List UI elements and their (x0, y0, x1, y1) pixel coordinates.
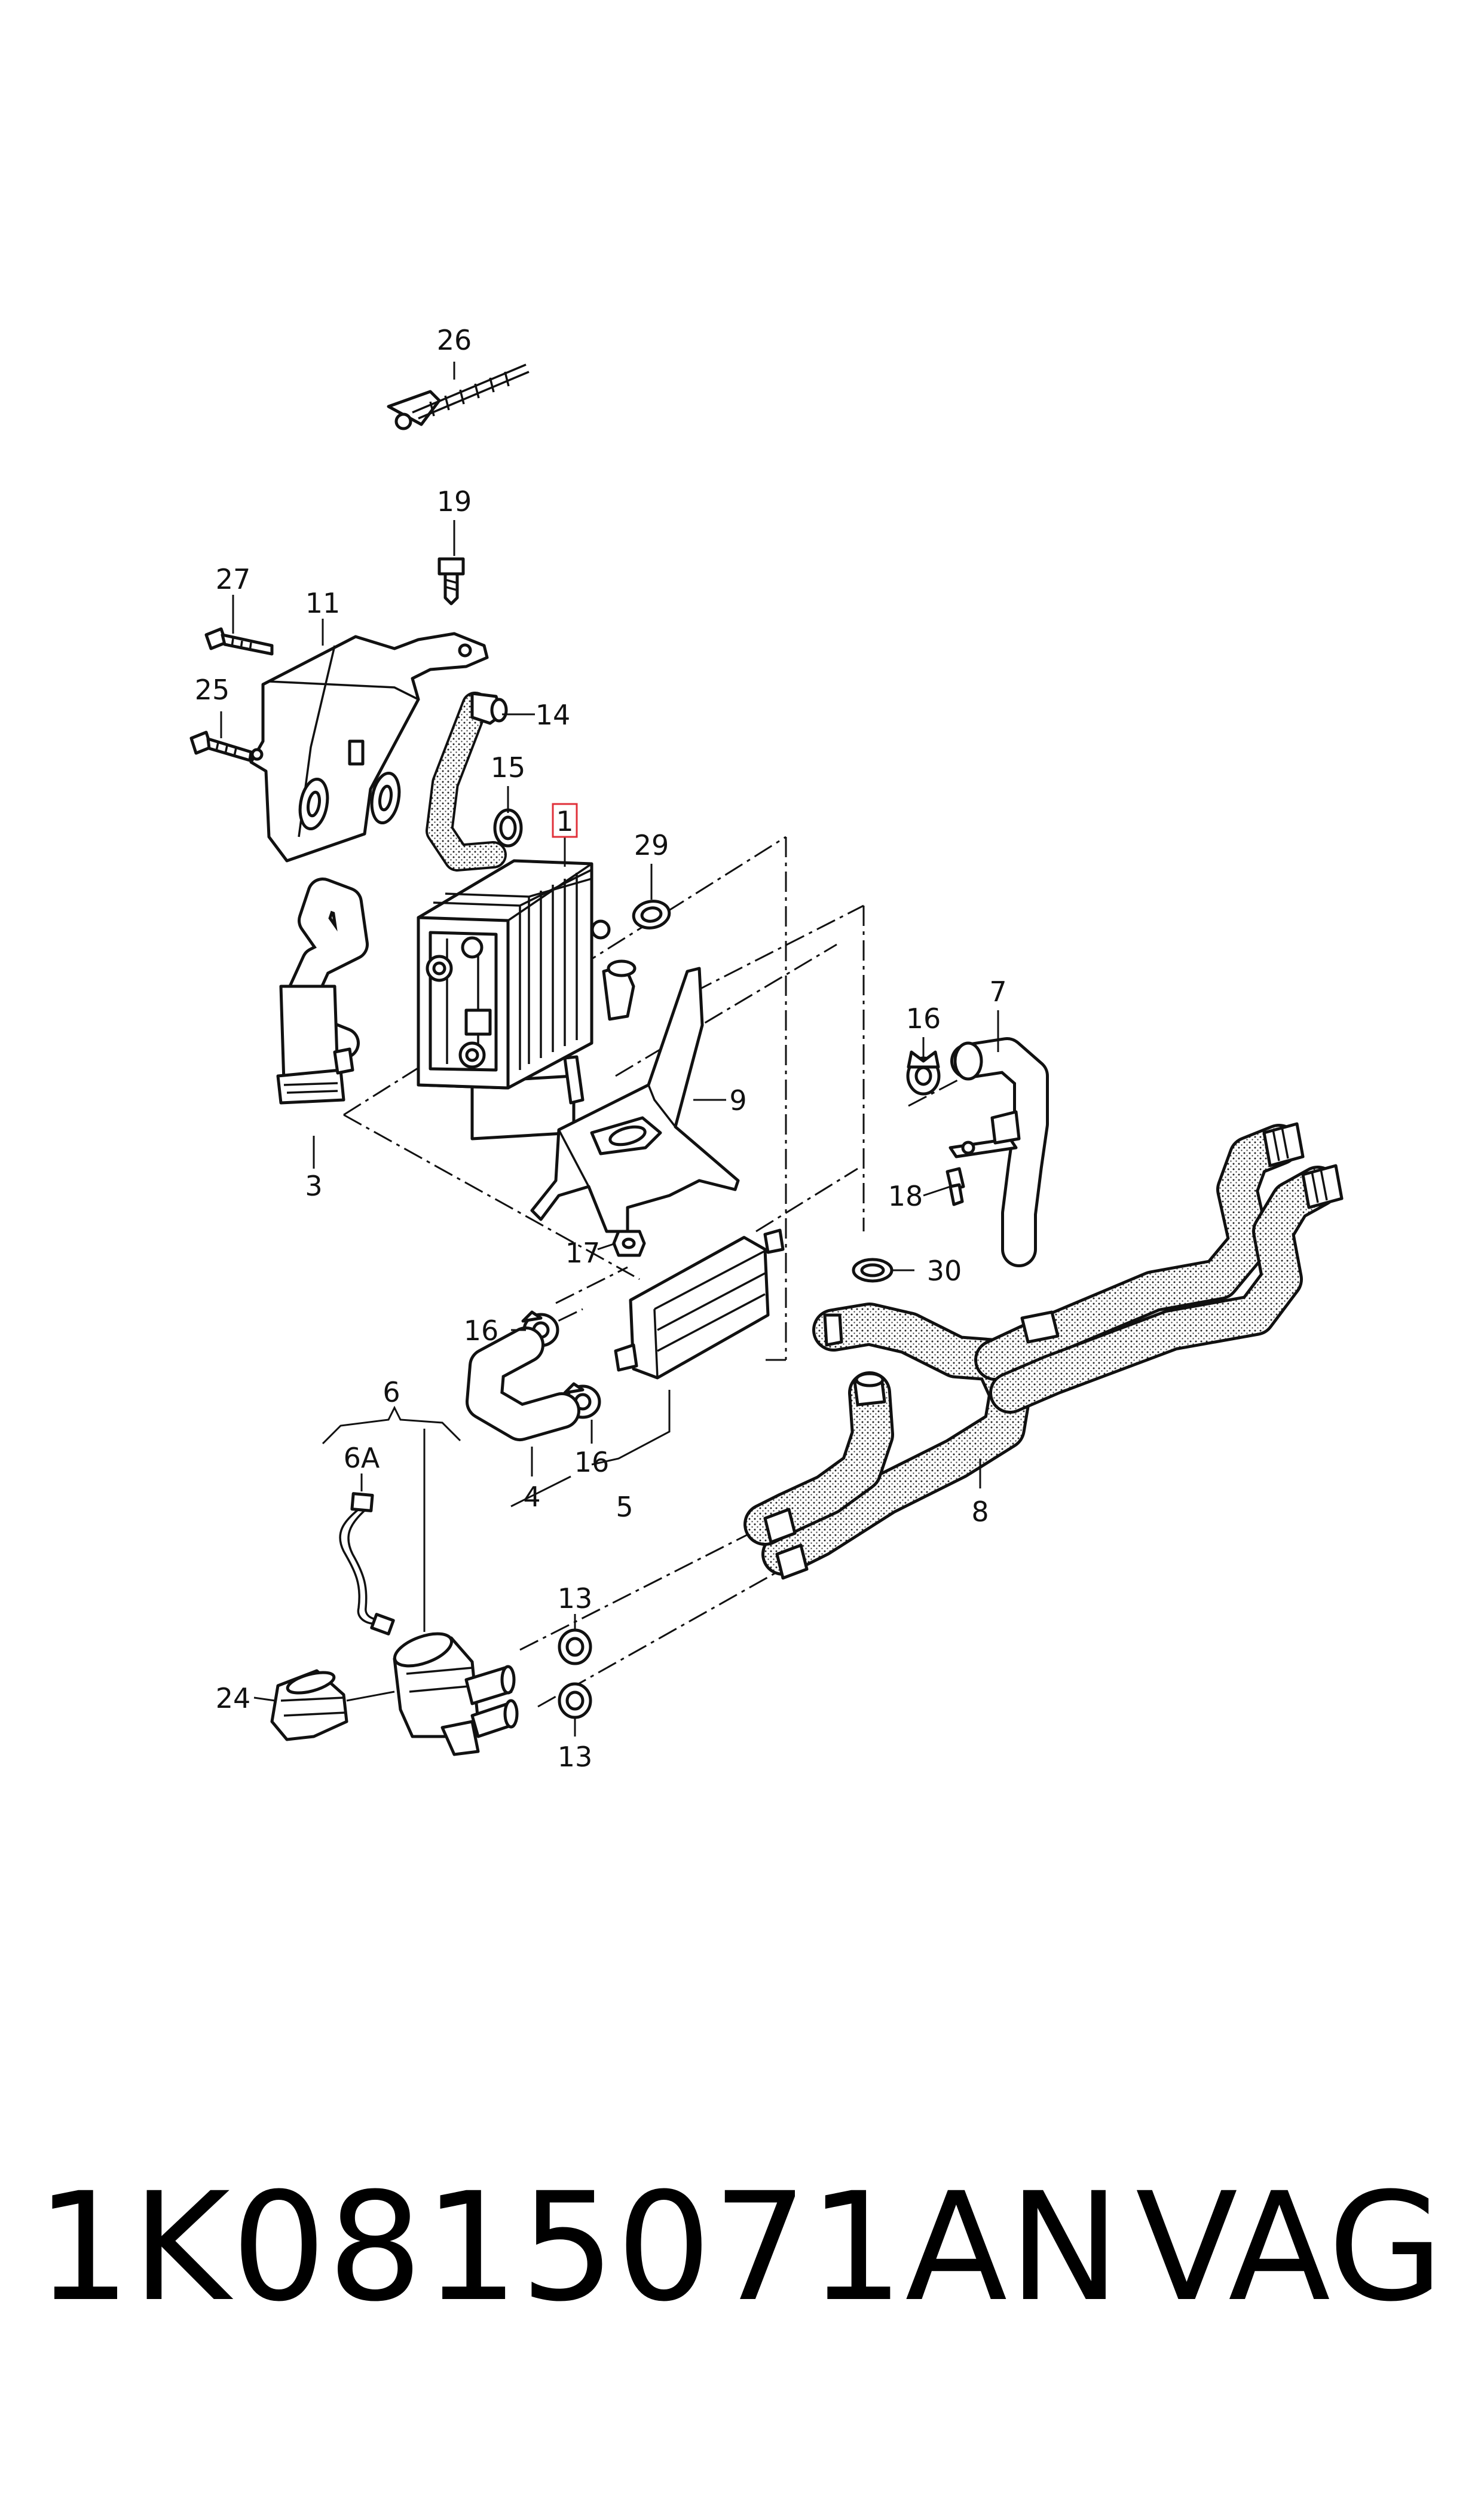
callout-19: 19 (437, 485, 472, 518)
callout-15: 15 (491, 751, 526, 784)
callout-3: 3 (305, 1170, 322, 1202)
heater-outlet-pipe (563, 959, 637, 1105)
clamp-part-30 (852, 1258, 894, 1283)
screw-part-18 (946, 1167, 965, 1206)
callout-13-lower: 13 (558, 1741, 593, 1773)
callout-11: 11 (305, 587, 341, 619)
callout-26: 26 (437, 324, 472, 356)
callout-27: 27 (216, 563, 251, 595)
callout-30: 30 (927, 1255, 962, 1287)
clamp-part-16-upper (906, 1050, 941, 1096)
brand-name: VAG (1136, 2160, 1444, 2334)
part-number: 1K0815071AN (36, 2160, 1122, 2334)
bolt-part-25 (189, 730, 253, 762)
callout-16-left: 16 (464, 1314, 499, 1347)
callout-7: 7 (989, 976, 1006, 1008)
small-hose-part-14 (426, 692, 508, 872)
callout-6: 6 (383, 1376, 400, 1408)
callout-13-upper: 13 (558, 1582, 593, 1615)
callout-1: 1 (556, 805, 573, 837)
cable-tie-part-26 (387, 363, 530, 430)
callout-25: 25 (195, 674, 230, 706)
leader-lines (220, 362, 999, 1737)
clamp-part-13-upper (558, 1628, 592, 1665)
clamp-part-15 (493, 808, 523, 848)
hose-part-7 (948, 1037, 1049, 1267)
bolt-part-27 (204, 627, 274, 656)
support-bracket-part-9 (530, 967, 740, 1233)
wiring-harness-part-6a (339, 1492, 395, 1635)
callout-4: 4 (523, 1481, 540, 1513)
callout-29: 29 (634, 829, 669, 861)
hose-part-4 (466, 1326, 580, 1441)
callout-24: 24 (216, 1682, 251, 1714)
bolt-part-19 (437, 557, 465, 606)
callout-9: 9 (729, 1084, 746, 1117)
callout-17: 17 (565, 1237, 601, 1269)
coolant-pump-part-6 (393, 1632, 519, 1756)
cap-part-24 (270, 1669, 348, 1741)
mounting-bracket-part-11 (249, 632, 489, 863)
part-number-footer: 1K0815071AN VAG (0, 2140, 1484, 2355)
clamp-part-13-lower (558, 1682, 592, 1719)
callout-16-upper: 16 (906, 1002, 941, 1035)
callout-16-lower: 16 (574, 1446, 610, 1478)
callout-18: 18 (888, 1180, 923, 1212)
reservoir-part-3 (276, 878, 369, 1105)
nut-part-17 (612, 1230, 646, 1257)
exhaust-silencer-part-5 (614, 1228, 785, 1380)
coolant-hose-assembly-part-8 (743, 1122, 1344, 1580)
callout-6a: 6A (344, 1442, 380, 1474)
callout-8: 8 (971, 1496, 989, 1528)
clamp-part-29 (632, 900, 671, 930)
heater-unit-part-1 (417, 859, 611, 1141)
callout-5: 5 (616, 1491, 633, 1523)
callout-labels: 26 19 27 11 25 14 15 1 29 7 16 9 3 18 17… (195, 324, 1007, 1773)
callout-14: 14 (536, 699, 571, 731)
highlight-box-part-1 (552, 803, 578, 838)
